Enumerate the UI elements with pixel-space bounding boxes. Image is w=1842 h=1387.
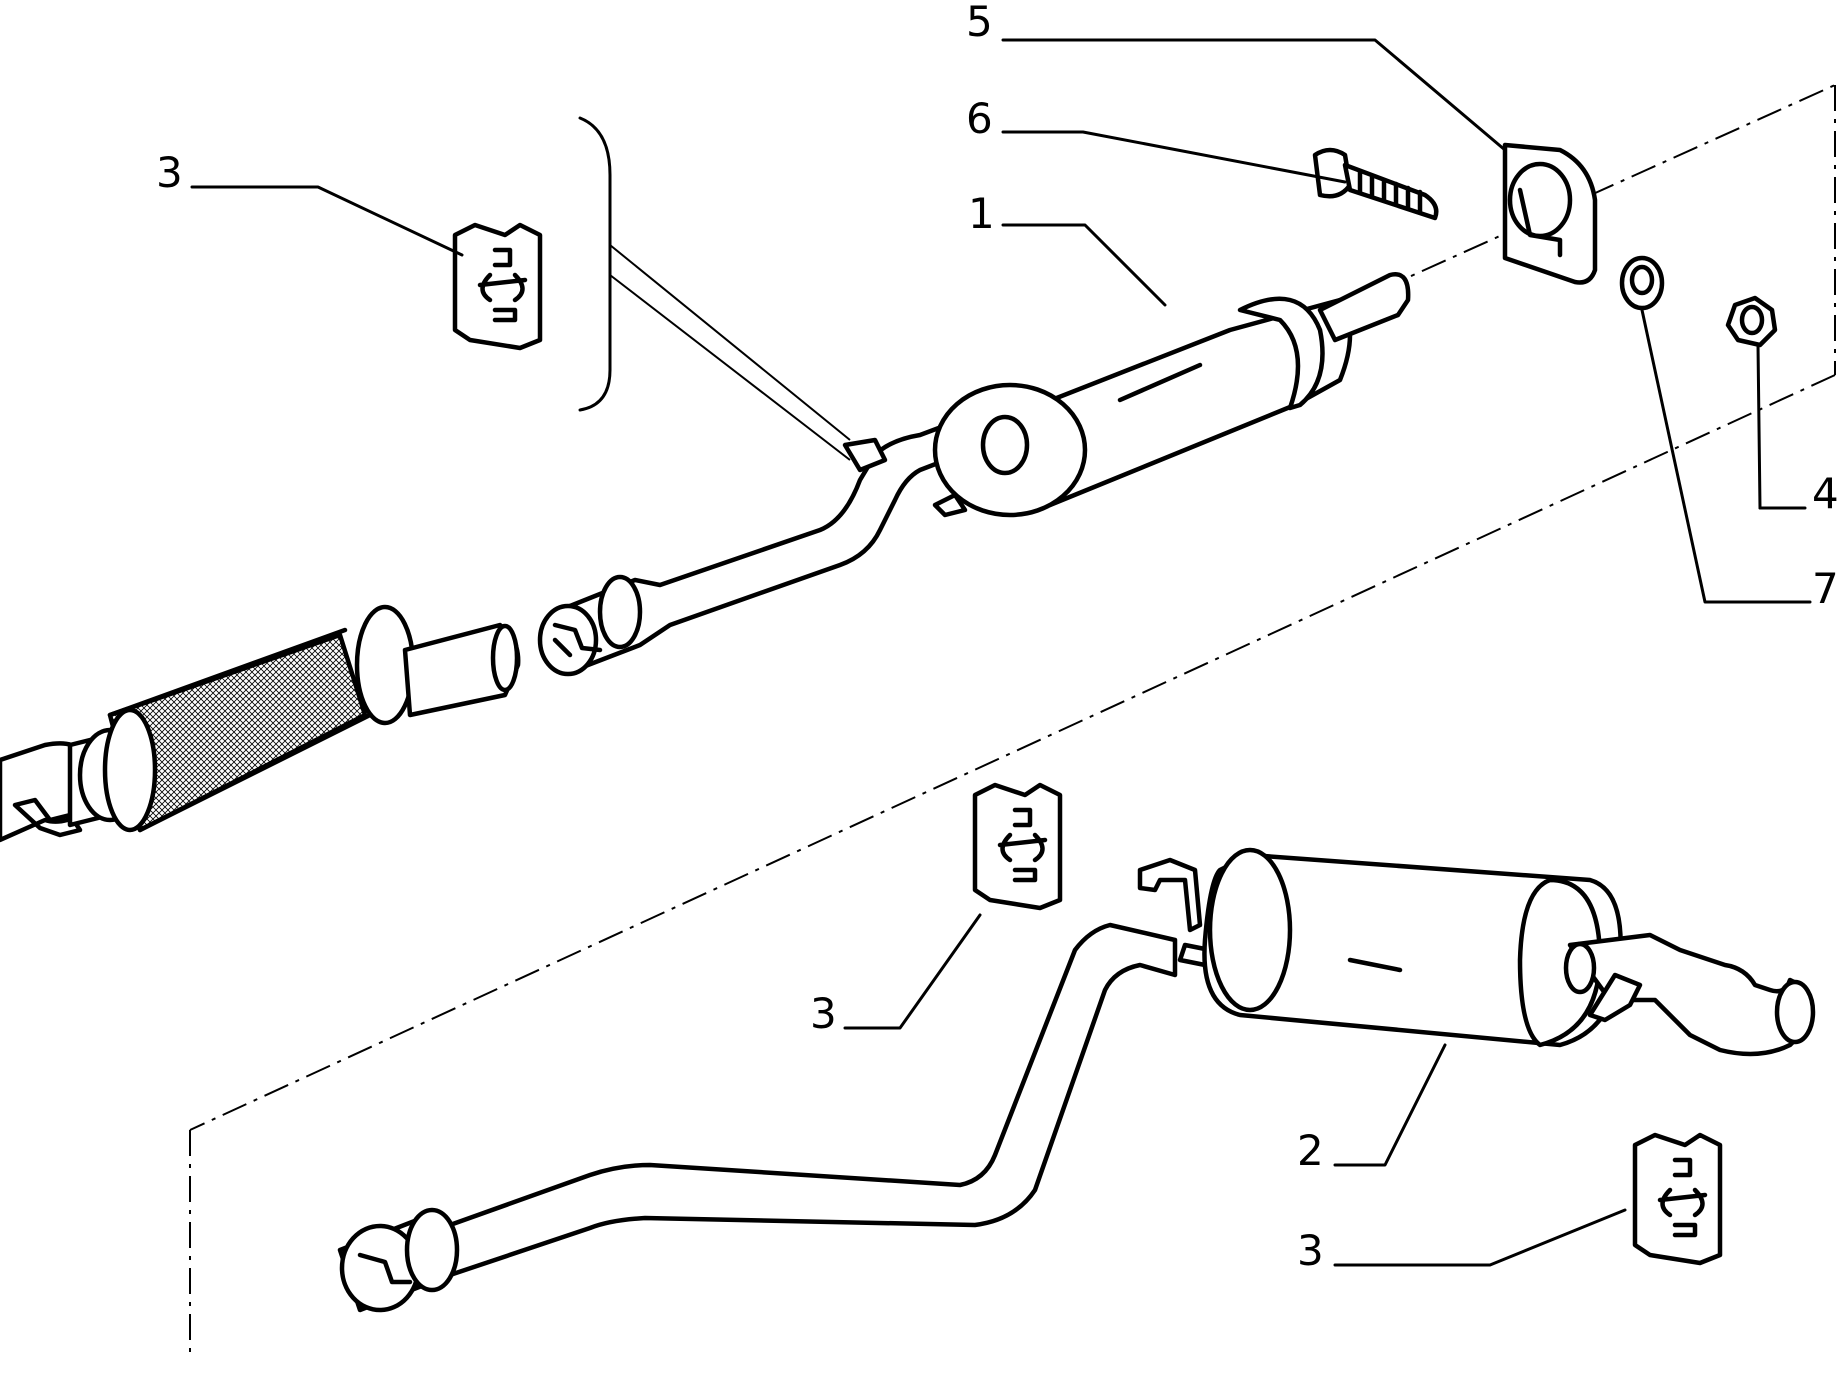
nut	[1725, 295, 1778, 348]
front-muffler-assembly	[537, 272, 1411, 677]
bolt	[1312, 147, 1439, 221]
group-bracket	[578, 116, 612, 412]
callout-2: 2	[1297, 1126, 1324, 1175]
callout-3-middle: 3	[810, 989, 837, 1038]
callout-4: 4	[1812, 469, 1839, 518]
callout-1: 1	[968, 189, 995, 238]
callout-3-bottom: 3	[1297, 1226, 1324, 1275]
rear-muffler-assembly	[337, 847, 1816, 1313]
rubber-hanger-middle	[972, 782, 1063, 911]
alignment-lines	[189, 84, 1836, 1360]
callout-3-top: 3	[156, 148, 183, 197]
washer	[1619, 255, 1665, 311]
callout-5: 5	[966, 0, 993, 46]
callout-6: 6	[966, 94, 993, 143]
leader-lines	[190, 38, 1812, 1267]
callout-labels: 3 1 6 5 4 7 3 2 3	[156, 0, 1839, 1275]
rubber-hanger-bottom	[1632, 1132, 1723, 1266]
bracket-leader-lines	[609, 244, 851, 441]
rubber-hanger-top	[452, 222, 543, 351]
callout-7: 7	[1812, 564, 1839, 613]
mounting-bracket	[1502, 142, 1598, 285]
flex-pipe-upstream	[0, 604, 521, 843]
